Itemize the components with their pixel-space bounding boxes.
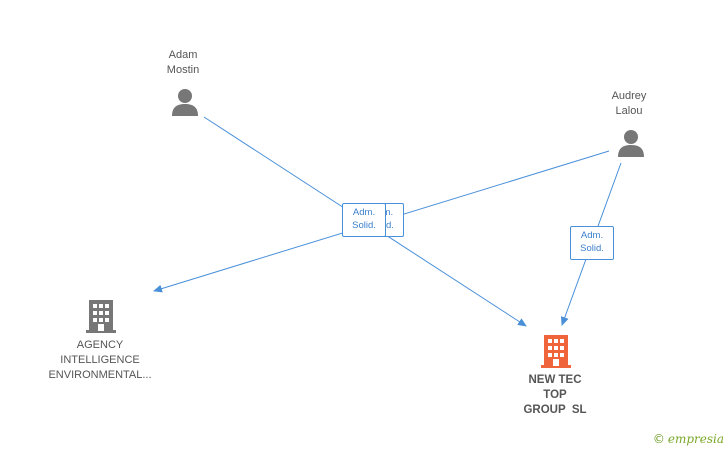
node-agency-line3: ENVIRONMENTAL... [48,369,152,381]
node-audrey-line2: Lalou [615,105,643,117]
brand-name: empresia [667,432,724,446]
building-icon[interactable] [541,334,571,368]
person-icon[interactable] [616,128,646,158]
edge-label-adam-newtec[interactable]: Adm. Solid. [342,203,386,237]
edge-label-line2: Solid. [352,220,376,231]
edge-label-line1: Adm. [580,230,604,241]
node-adam-line2: Mostin [166,64,200,76]
node-newtec-line1: NEW TEC [528,374,582,386]
node-adam-line1: Adam [168,49,198,61]
edge-label-line1: Adm. [352,207,376,218]
brand-logo: ©empresia [653,432,724,446]
copyright-symbol: © [652,432,665,446]
person-icon[interactable] [170,87,200,117]
node-newtec-line2: TOP [543,389,567,401]
node-label-adam: Adam Mostin [150,48,216,78]
edge-label-line2: Solid. [580,243,604,254]
node-agency-line1: AGENCY [76,339,124,351]
edge-label-audrey-newtec[interactable]: Adm. Solid. [570,226,614,260]
node-newtec-line3: GROUP SL [523,404,587,416]
node-label-agency: AGENCY INTELLIGENCE ENVIRONMENTAL... [30,338,170,383]
building-icon[interactable] [86,299,116,333]
node-agency-line2: INTELLIGENCE [60,354,140,366]
node-audrey-line1: Audrey [611,90,647,102]
node-label-audrey: Audrey Lalou [596,89,662,119]
node-label-newtec: NEW TEC TOP GROUP SL [505,373,605,418]
